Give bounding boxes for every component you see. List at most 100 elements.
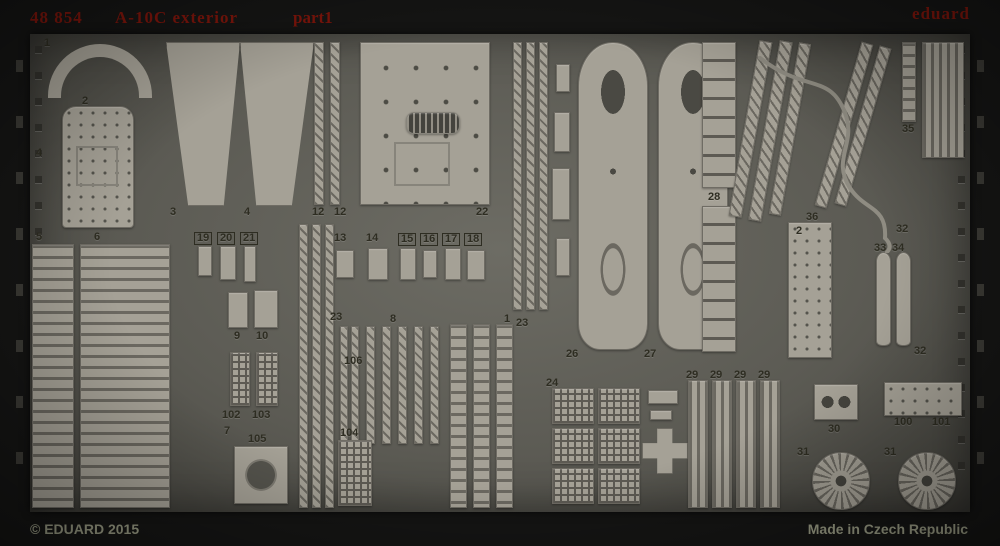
- part-shape-p9: [228, 292, 248, 328]
- part-label-29: 29: [710, 369, 723, 381]
- part-label-20: 20: [217, 232, 236, 245]
- part-label-17: 17: [442, 233, 461, 246]
- part-label-5: 5: [36, 231, 43, 243]
- part-shape-p29-d: [760, 380, 780, 508]
- film-edge-dash: [977, 452, 984, 464]
- film-edge-dash: [16, 228, 23, 240]
- part-label-18: 18: [464, 233, 483, 246]
- part-label-29: 29: [734, 369, 747, 381]
- part-shape-p5-strip: [32, 244, 74, 508]
- fret-hole: [958, 280, 965, 287]
- part-label-33: 33: [874, 242, 887, 254]
- part-shape-small-a: [648, 390, 678, 404]
- part-shape-p23e: [526, 42, 535, 310]
- part-label-29: 29: [686, 369, 699, 381]
- catalog-number: 48 854: [30, 8, 83, 27]
- film-edge-dash: [16, 452, 23, 464]
- part-shape-p103: [256, 352, 278, 406]
- part-label-2: 2: [82, 95, 89, 107]
- part-shape-p102: [230, 352, 250, 406]
- part-shape-p24-m2: [598, 388, 640, 424]
- part-label-103: 103: [252, 409, 271, 421]
- part-label-15: 15: [398, 233, 417, 246]
- part-shape-p24-m4: [598, 428, 640, 464]
- part-label-7: 7: [224, 425, 231, 437]
- part-shape-p105: [234, 446, 288, 504]
- part-label-12: 12: [312, 206, 325, 218]
- part-label-31: 31: [884, 446, 897, 458]
- part-label-23: 23: [516, 317, 529, 329]
- fret-hole: [35, 228, 42, 235]
- part-label-34: 34: [892, 242, 905, 254]
- part-shape-p29-a: [688, 380, 708, 508]
- fret-hole: [35, 98, 42, 105]
- brand-logo: eduard: [912, 4, 970, 23]
- part-shape-p4-blade: [240, 42, 314, 206]
- part-label-102: 102: [222, 409, 241, 421]
- part-label-9: 9: [234, 330, 241, 342]
- part-label-32: 32: [914, 345, 927, 357]
- film-edge-dash: [16, 116, 23, 128]
- part-label-22: 22: [476, 206, 489, 218]
- copyright-text: © EDUARD 2015: [30, 521, 140, 537]
- part-shape-p8b: [382, 326, 391, 444]
- part-shape-p34-blade: [896, 252, 911, 346]
- part-label-12: 12: [334, 206, 347, 218]
- fret-hole: [35, 46, 42, 53]
- product-title: A-10C exterior: [115, 8, 239, 27]
- fret-hole: [35, 150, 42, 157]
- part-shape-p2-gunpanel: [62, 106, 134, 228]
- fret-hole: [958, 254, 965, 261]
- fret-hole: [958, 228, 965, 235]
- part-shape-p16: [423, 250, 437, 278]
- part-shape-p30: [814, 384, 858, 420]
- part-label-104: 104: [340, 427, 359, 439]
- part-shape-p8d: [414, 326, 423, 444]
- part-shape-p6-panel: [80, 244, 170, 508]
- part-shape-p21: [244, 246, 256, 282]
- part-label-1: 1: [504, 313, 511, 325]
- part-label-8: 8: [390, 313, 397, 325]
- part-shape-p15: [400, 248, 416, 280]
- part-shape-p24-m1: [552, 388, 594, 424]
- part-shape-small-b: [650, 410, 672, 420]
- part-label-10: 10: [256, 330, 269, 342]
- part-label-21: 21: [240, 232, 259, 245]
- part-shape-p20: [220, 246, 236, 280]
- part-label-4: 4: [244, 206, 251, 218]
- part-shape-p1b-grille: [450, 324, 467, 508]
- part-label-14: 14: [366, 232, 379, 244]
- film-edge-dash: [977, 172, 984, 184]
- part-label-3: 3: [170, 206, 177, 218]
- part-shape-p24-m5: [552, 468, 594, 504]
- part-label-2: 2: [796, 225, 803, 237]
- part-shape-p23a: [299, 224, 308, 508]
- part-shape-p14: [368, 248, 388, 280]
- film-edge-dash: [977, 116, 984, 128]
- part-shape-p35-strip: [902, 42, 916, 122]
- part-shape-p8c: [398, 326, 407, 444]
- origin-text: Made in Czech Republic: [807, 521, 968, 537]
- part-shape-p26-fuselage: [578, 42, 648, 350]
- part-label-100: 100: [894, 416, 913, 428]
- part-label-19: 19: [194, 232, 213, 245]
- part-label-36: 36: [806, 211, 819, 223]
- part-shape-p23f: [539, 42, 548, 310]
- part-label-4: 4: [36, 147, 43, 159]
- part-shape-p28-bottom: [702, 206, 736, 352]
- part-shape-p22-grille: [406, 112, 460, 134]
- part-shape-p100-101: [884, 382, 962, 416]
- part-label-35: 35: [902, 123, 915, 135]
- part-shape-p12a: [314, 42, 324, 205]
- part-shape-p24-m3: [552, 428, 594, 464]
- fret-hole: [958, 306, 965, 313]
- part-label-1: 1: [44, 37, 51, 49]
- film-edge-dash: [16, 396, 23, 408]
- fret-hole: [958, 358, 965, 365]
- part-shape-clip-c: [552, 168, 570, 220]
- fret-hole: [958, 332, 965, 339]
- fret-hole: [35, 176, 42, 183]
- film-edge-dash: [16, 340, 23, 352]
